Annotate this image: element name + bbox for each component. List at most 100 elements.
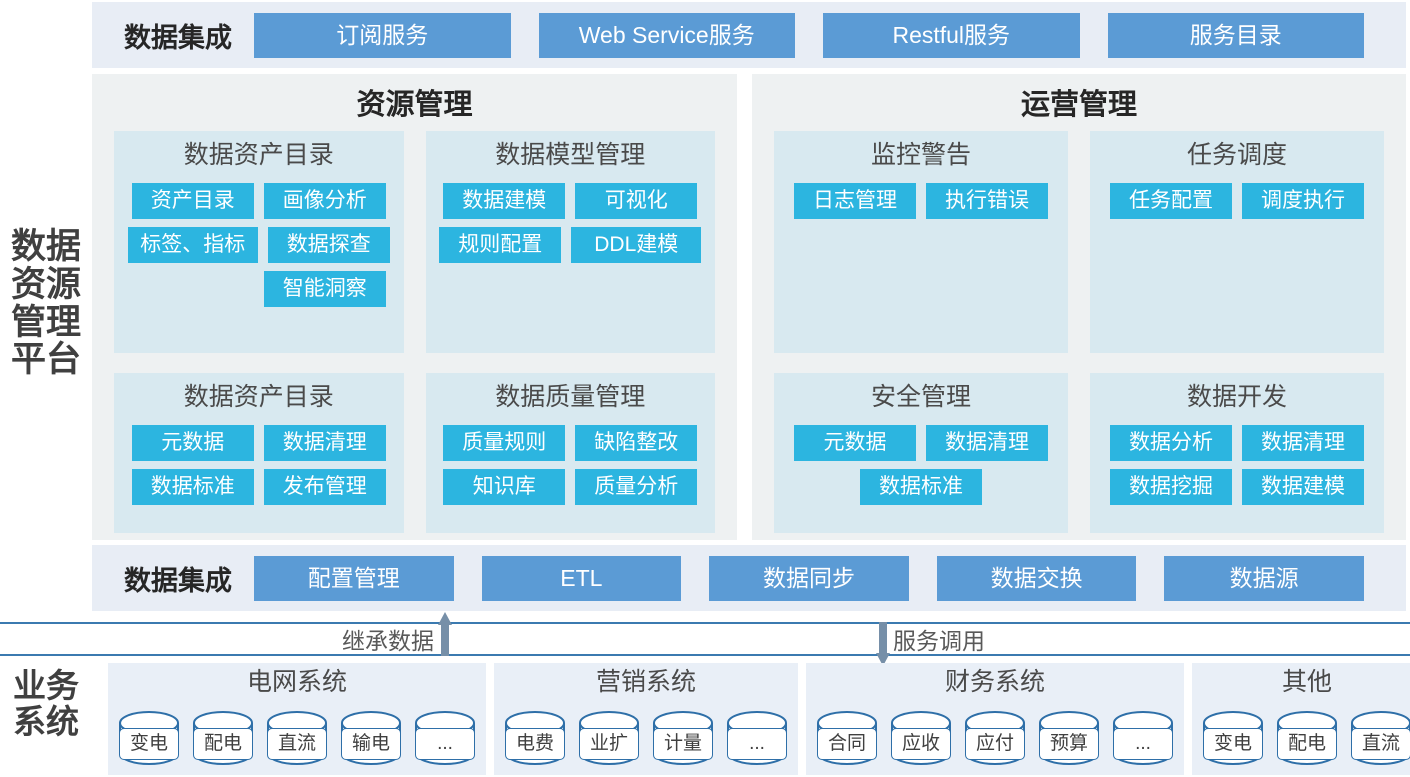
chip-规则配置[interactable]: 规则配置	[439, 226, 562, 263]
database-label: 配电	[1277, 728, 1337, 760]
card-数据资产目录: 数据资产目录元数据数据清理数据标准发布管理	[114, 372, 404, 533]
chip-元数据[interactable]: 元数据	[131, 424, 254, 461]
top-band-chip[interactable]: 订阅服务	[254, 12, 511, 58]
chip-画像分析[interactable]: 画像分析	[263, 182, 386, 219]
card-chip-group: 质量规则缺陷整改知识库质量分析	[438, 424, 704, 505]
business-group-title: 其他	[1281, 668, 1332, 696]
database-icon[interactable]: 直流	[1348, 711, 1410, 765]
bottom-band-chip[interactable]: 数据同步	[709, 555, 909, 601]
chip-缺陷整改[interactable]: 缺陷整改	[575, 424, 698, 461]
bottom-data-integration-band: 数据集成 配置管理 ETL 数据同步数据交换数据源	[92, 545, 1406, 611]
database-icon[interactable]: 合同	[814, 711, 880, 765]
chip-质量规则[interactable]: 质量规则	[443, 424, 566, 461]
database-label: 变电	[1203, 728, 1263, 760]
card-title: 数据质量管理	[495, 382, 646, 411]
card-数据资产目录: 数据资产目录资产目录画像分析标签、指标数据探查智能洞察	[114, 130, 404, 353]
database-label: 应付	[965, 728, 1025, 760]
business-rail-line-0: 业务	[13, 667, 79, 704]
database-icon[interactable]: 变电	[116, 711, 182, 765]
platform-rail-line-1: 资源	[10, 264, 81, 304]
database-label: 预算	[1039, 728, 1099, 760]
chip-元数据[interactable]: 元数据	[794, 424, 916, 461]
chip-标签、指标[interactable]: 标签、指标	[127, 226, 258, 263]
chip-数据建模[interactable]: 数据建模	[443, 182, 566, 219]
database-icon[interactable]: ...	[412, 711, 478, 765]
card-title: 数据资产目录	[183, 140, 334, 169]
database-label: 直流	[1351, 728, 1410, 760]
top-band-chip[interactable]: Restful服务	[823, 12, 1080, 58]
card-title: 安全管理	[870, 382, 971, 411]
chip-数据清理[interactable]: 数据清理	[263, 424, 386, 461]
database-icon[interactable]: 直流	[264, 711, 330, 765]
database-label: ...	[415, 728, 475, 760]
chip-发布管理[interactable]: 发布管理	[263, 468, 386, 505]
business-rail-label: 业务系统	[0, 668, 92, 739]
chip-执行错误[interactable]: 执行错误	[926, 182, 1048, 219]
chip-数据清理[interactable]: 数据清理	[926, 424, 1048, 461]
panel-operation-management: 运营管理 监控警告日志管理执行错误任务调度任务配置调度执行安全管理元数据数据清理…	[752, 74, 1406, 540]
chip-可视化[interactable]: 可视化	[575, 182, 698, 219]
database-icon[interactable]: 应收	[888, 711, 954, 765]
chip-数据标准[interactable]: 数据标准	[860, 468, 982, 505]
top-band-chip[interactable]: Web Service服务	[538, 12, 795, 58]
card-title: 任务调度	[1186, 140, 1287, 169]
bottom-band-chip[interactable]: 数据交换	[936, 555, 1137, 601]
chip-日志管理[interactable]: 日志管理	[794, 182, 916, 219]
chip-资产目录[interactable]: 资产目录	[131, 182, 254, 219]
bottom-band-title: 数据集成	[124, 565, 232, 596]
chip-调度执行[interactable]: 调度执行	[1242, 182, 1364, 219]
top-band-chip[interactable]: 服务目录	[1107, 12, 1364, 58]
database-icon[interactable]: 业扩	[576, 711, 642, 765]
database-icon[interactable]: 电费	[502, 711, 568, 765]
database-row: 变电配电直流输电...	[116, 698, 478, 767]
business-rail-line-1: 系统	[13, 702, 79, 740]
chip-数据分析[interactable]: 数据分析	[1110, 424, 1232, 461]
card-title: 数据资产目录	[183, 382, 334, 411]
database-label: 合同	[817, 728, 877, 760]
business-group-营销系统: 营销系统电费业扩计量...	[494, 663, 798, 775]
bottom-band-chip[interactable]: 数据源	[1164, 555, 1364, 601]
arrow-up-icon	[438, 612, 452, 656]
chip-数据建模[interactable]: 数据建模	[1242, 468, 1364, 505]
bottom-band-chip[interactable]: 配置管理	[254, 555, 454, 601]
chip-质量分析[interactable]: 质量分析	[575, 468, 698, 505]
database-icon[interactable]: 应付	[962, 711, 1028, 765]
database-icon[interactable]: ...	[724, 711, 790, 765]
bottom-band-chip[interactable]: ETL	[481, 555, 682, 601]
database-label: 输电	[341, 728, 401, 760]
database-label: 变电	[119, 728, 179, 760]
chip-DDL建模[interactable]: DDL建模	[571, 226, 702, 263]
bottom-band-items: 配置管理 ETL 数据同步数据交换数据源	[254, 545, 1406, 611]
database-label: 业扩	[579, 728, 639, 760]
database-label: ...	[1113, 728, 1173, 760]
connector-band: 继承数据 服务调用	[0, 612, 1410, 666]
chip-数据清理[interactable]: 数据清理	[1242, 424, 1364, 461]
chip-数据探查[interactable]: 数据探查	[267, 226, 390, 263]
database-icon[interactable]: 预算	[1036, 711, 1102, 765]
database-row: 电费业扩计量...	[502, 698, 790, 767]
card-chip-group: 资产目录画像分析标签、指标数据探查智能洞察	[126, 182, 392, 307]
database-icon[interactable]: 变电	[1200, 711, 1266, 765]
card-chip-group: 元数据数据清理数据标准发布管理	[126, 424, 392, 505]
database-icon[interactable]: 输电	[338, 711, 404, 765]
business-group-电网系统: 电网系统变电配电直流输电...	[108, 663, 486, 775]
panel-operation-title: 运营管理	[1020, 89, 1137, 121]
database-icon[interactable]: 计量	[650, 711, 716, 765]
database-label: 计量	[653, 728, 713, 760]
database-row: 变电配电直流	[1200, 698, 1410, 767]
database-icon[interactable]: ...	[1110, 711, 1176, 765]
chip-任务配置[interactable]: 任务配置	[1110, 182, 1232, 219]
platform-rail-line-0: 数据	[10, 227, 81, 266]
database-label: 电费	[505, 728, 565, 760]
chip-数据挖掘[interactable]: 数据挖掘	[1110, 468, 1232, 505]
database-icon[interactable]: 配电	[190, 711, 256, 765]
arrow-down-icon	[876, 622, 890, 666]
database-icon[interactable]: 配电	[1274, 711, 1340, 765]
chip-知识库[interactable]: 知识库	[443, 468, 566, 505]
chip-数据标准[interactable]: 数据标准	[131, 468, 254, 505]
panel-resource-title: 资源管理	[356, 89, 473, 121]
chip-智能洞察[interactable]: 智能洞察	[263, 270, 386, 307]
